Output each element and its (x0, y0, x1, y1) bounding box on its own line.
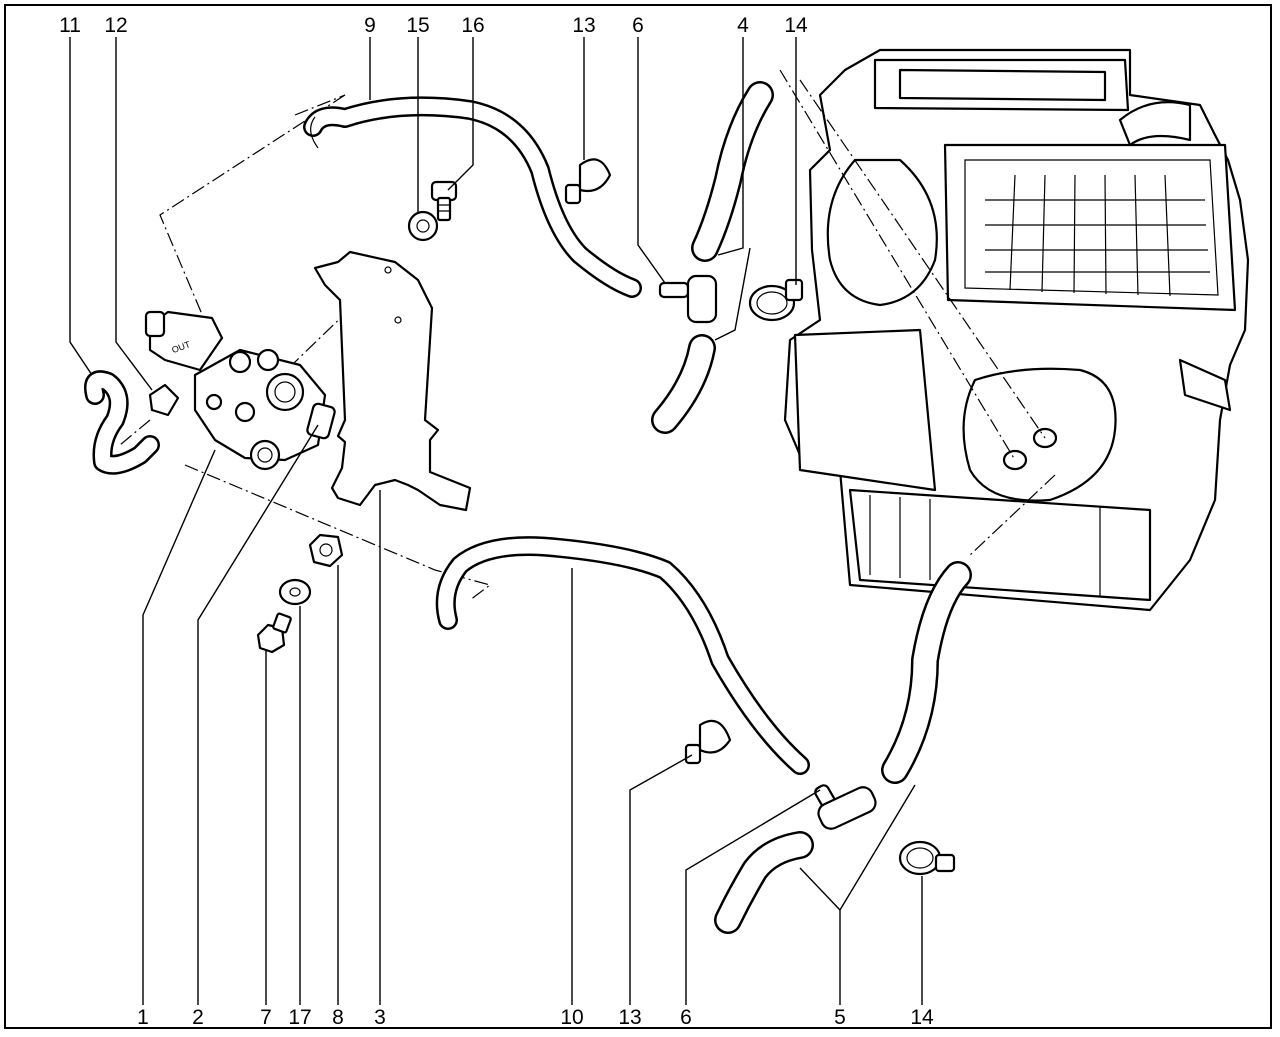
coolant-valve-1: OUT (144, 310, 336, 471)
callout-16: 16 (461, 14, 484, 37)
washer-17 (278, 578, 312, 606)
callout-15: 15 (406, 14, 429, 37)
callout-1: 1 (137, 1006, 149, 1029)
hose-clamp-14-top (748, 278, 804, 322)
callout-5: 5 (834, 1006, 846, 1029)
callout-4: 4 (737, 14, 749, 37)
nut-8 (308, 533, 344, 568)
callouts-bottom: 1 2 7 17 8 3 10 13 6 5 14 (137, 1006, 934, 1029)
leader-lines (69, 37, 923, 1005)
hose-5 (714, 561, 972, 934)
callout-9: 9 (364, 14, 376, 37)
callout-2: 2 (192, 1006, 204, 1029)
bracket-3 (313, 250, 472, 512)
callout-11: 11 (59, 14, 81, 37)
hose-10 (435, 536, 810, 775)
hose-clip-13-top (564, 158, 612, 205)
callout-14-top: 14 (784, 14, 808, 37)
callout-12: 12 (104, 14, 127, 37)
callout-6-top: 6 (632, 14, 644, 37)
hose-9 (303, 96, 642, 298)
tee-connector-bottom (814, 784, 877, 830)
clip-12 (148, 383, 180, 417)
callout-6-bottom: 6 (680, 1006, 692, 1029)
washer-15 (407, 210, 439, 242)
bolt-16 (430, 180, 458, 222)
callout-14-bottom: 14 (910, 1006, 934, 1029)
callout-10: 10 (560, 1006, 583, 1029)
bolt-7 (256, 612, 292, 654)
callout-13-top: 13 (572, 14, 595, 37)
hose-clip-13-bottom (684, 719, 732, 765)
hvac-unit (783, 48, 1250, 612)
callouts-top: 11 12 9 15 16 13 6 4 14 (59, 14, 808, 37)
hose-11 (83, 370, 160, 475)
hose-4 (651, 81, 774, 434)
callout-3: 3 (374, 1006, 386, 1029)
tee-connector-top (658, 274, 718, 324)
hose-clamp-14-bottom (898, 840, 956, 876)
callout-7: 7 (260, 1006, 272, 1029)
callout-8: 8 (332, 1006, 344, 1029)
callout-13-bottom: 13 (618, 1006, 641, 1029)
callout-17: 17 (288, 1006, 311, 1029)
